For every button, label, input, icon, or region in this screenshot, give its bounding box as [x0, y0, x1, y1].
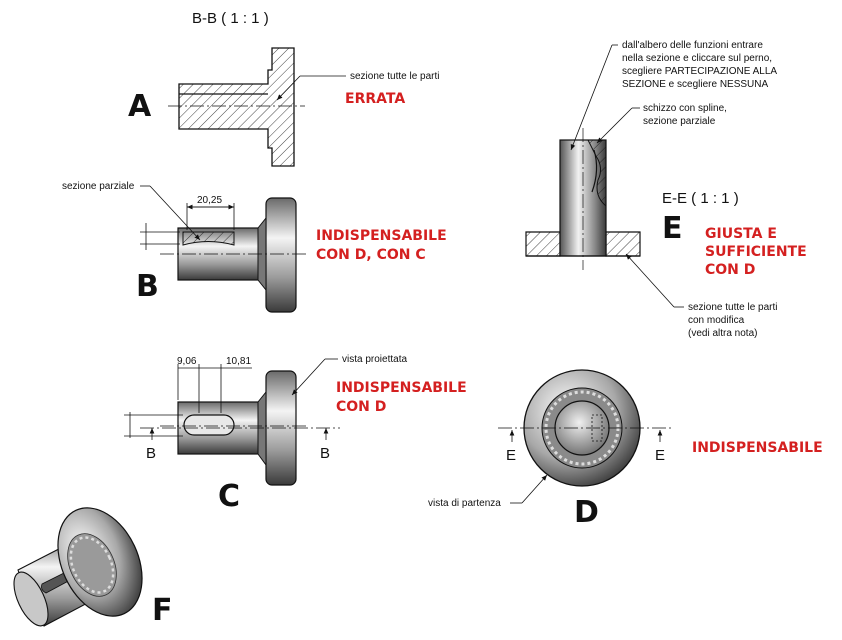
cut-label-c-left: B: [146, 445, 156, 462]
note-e-top-2: nella sezione e cliccare sul perno,: [622, 53, 772, 64]
view-letter-b: B: [136, 269, 159, 304]
section-label-bb: B-B ( 1 : 1 ): [192, 10, 269, 27]
view-letter-d: D: [574, 495, 599, 530]
view-letter-a: A: [128, 89, 152, 124]
section-a-hatched: [178, 47, 295, 167]
dimension-c-2: 10,81: [226, 356, 251, 367]
view-d: E E vista di partenza INDISPENSABILE D: [428, 369, 823, 530]
verdict-d: INDISPENSABILE: [692, 440, 823, 456]
note-e-bot-2: con modifica: [688, 315, 745, 326]
dimension-c-1: 9,06: [177, 356, 197, 367]
keyway-c: [183, 414, 235, 436]
verdict-b-line2: CON D, CON C: [316, 247, 426, 263]
view-c: C 9,06 10,81 B B vista proiettata INDISP…: [124, 354, 467, 514]
section-label-ee: E-E ( 1 : 1 ): [662, 190, 739, 207]
verdict-e-line3: CON D: [705, 262, 755, 278]
note-e-top-3: scegliere PARTECIPAZIONE ALLA: [622, 66, 777, 77]
note-e-mid-1: schizzo con spline,: [643, 103, 727, 114]
note-b: sezione parziale: [62, 181, 135, 192]
view-letter-f: F: [152, 593, 173, 628]
note-e-top-4: SEZIONE e scegliere NESSUNA: [622, 79, 768, 90]
flange-b: [265, 197, 297, 313]
note-d: vista di partenza: [428, 498, 501, 509]
verdict-a: ERRATA: [345, 91, 405, 107]
note-e-mid-2: sezione parziale: [643, 116, 716, 127]
verdict-b-line1: INDISPENSABILE: [316, 228, 447, 244]
view-letter-e: E: [662, 211, 683, 246]
note-c: vista proiettata: [342, 354, 407, 365]
verdict-e-line2: SUFFICIENTE: [705, 244, 807, 260]
cut-label-c-right: B: [320, 445, 330, 462]
dimension-b: 20,25: [197, 195, 222, 206]
note-e-bot-1: sezione tutte le parti: [688, 302, 778, 313]
cut-label-d-right: E: [655, 447, 665, 464]
view-b: B 20,25 sezione parziale INDISPENSABILE …: [62, 181, 447, 313]
view-f: F: [13, 507, 173, 628]
verdict-e-line1: GIUSTA E: [705, 226, 777, 242]
note-e-bot-3: (vedi altra nota): [688, 328, 757, 339]
note-e-top-1: dall'albero delle funzioni entrare: [622, 40, 763, 51]
view-e: E-E ( 1 : 1 ) E GIUSTA E SUFFICIENTE CON…: [525, 40, 807, 339]
view-letter-c: C: [218, 479, 240, 514]
view-a: B-B ( 1 : 1 ) A sezione tutte le parti E…: [128, 10, 440, 167]
cut-label-d-left: E: [506, 447, 516, 464]
verdict-c-line2: CON D: [336, 399, 386, 415]
verdict-c-line1: INDISPENSABILE: [336, 380, 467, 396]
note-a: sezione tutte le parti: [350, 71, 440, 82]
